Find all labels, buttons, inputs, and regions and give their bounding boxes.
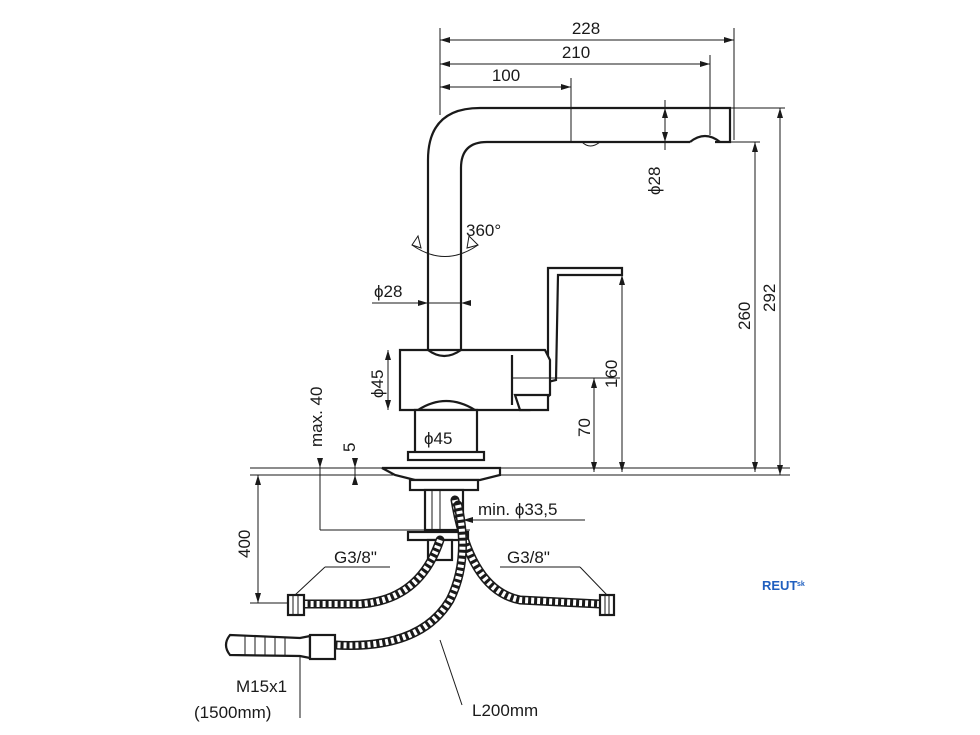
label-m15-length: (1500mm) xyxy=(194,703,271,722)
dimension-phi28-mid-label: ϕ28 xyxy=(374,282,402,301)
label-m15-text: M15x1 xyxy=(236,677,287,696)
dimension-292: 292 xyxy=(720,107,785,475)
label-g38-left-text: G3/8" xyxy=(334,548,377,567)
label-l200-text: L200mm xyxy=(472,701,538,720)
dimension-phi45-bottom: ϕ45 xyxy=(424,429,452,448)
label-g38-left: G3/8" xyxy=(294,548,390,596)
label-g38-right-text: G3/8" xyxy=(507,548,550,567)
connector-spray xyxy=(224,633,337,661)
dimension-260-label: 260 xyxy=(735,302,754,330)
hoses xyxy=(300,495,605,650)
rotation-360-label: 360° xyxy=(466,221,501,240)
dimension-228: 228 xyxy=(439,19,735,140)
connector-left xyxy=(286,593,306,617)
dimension-292-label: 292 xyxy=(760,284,779,312)
dimension-min33: min. ϕ33,5 xyxy=(463,500,585,523)
brand-logo-main: REUT xyxy=(762,578,797,593)
dimension-phi28-mid: ϕ28 xyxy=(372,282,471,306)
dimension-210: 210 xyxy=(440,43,711,135)
dimension-210-label: 210 xyxy=(562,43,590,62)
dimension-100-label: 100 xyxy=(492,66,520,85)
dimension-70: 70 xyxy=(575,378,597,472)
dimension-5: 5 xyxy=(340,443,359,485)
label-g38-right: G3/8" xyxy=(500,548,608,596)
connector-right xyxy=(598,593,616,617)
dimension-5-label: 5 xyxy=(340,443,359,452)
brand-logo-sub: sk xyxy=(797,581,805,588)
dimension-160-label: 160 xyxy=(602,360,621,388)
label-l200: L200mm xyxy=(439,639,538,720)
spout xyxy=(426,106,732,350)
dimension-160: 160 xyxy=(602,275,625,472)
dimension-400-label: 400 xyxy=(235,530,254,558)
dimension-100: 100 xyxy=(440,66,572,110)
dimension-400: 400 xyxy=(235,474,320,604)
dimension-max40: max. 40 xyxy=(307,387,326,530)
countertop xyxy=(250,466,790,492)
dimension-phi45-left: ϕ45 xyxy=(368,350,391,410)
label-m15: M15x1 (1500mm) xyxy=(194,657,301,722)
dimension-min33-label: min. ϕ33,5 xyxy=(478,500,557,519)
dimension-phi28-top: ϕ28 xyxy=(645,100,668,195)
dimension-phi45-left-label: ϕ45 xyxy=(368,370,387,398)
faucet-body xyxy=(398,348,620,462)
dimension-max40-label: max. 40 xyxy=(307,387,326,447)
brand-logo: REUT sk xyxy=(762,578,805,593)
dimension-phi28-top-label: ϕ28 xyxy=(645,167,664,195)
dimension-phi45-bottom-label: ϕ45 xyxy=(424,429,452,448)
dimension-70-label: 70 xyxy=(575,418,594,437)
dimension-228-label: 228 xyxy=(572,19,600,38)
dimension-260: 260 xyxy=(720,141,760,472)
rotation-indicator: 360° xyxy=(411,221,501,257)
